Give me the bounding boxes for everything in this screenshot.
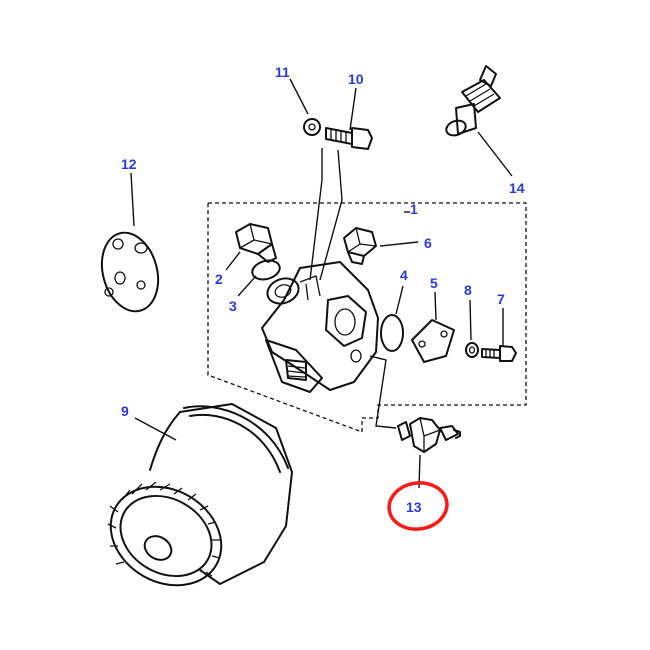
screw-part [481, 345, 517, 362]
bolt-part [325, 127, 373, 150]
callout-11[interactable]: 11 [275, 64, 290, 80]
leader-11 [289, 78, 309, 115]
callout-6[interactable]: 6 [424, 235, 432, 251]
leader-to-sender [369, 355, 397, 429]
washer-part [303, 118, 321, 136]
leader-8 [469, 299, 472, 341]
assembly-boundary [207, 202, 527, 433]
plug-part-6 [343, 227, 377, 265]
leader-to-housing [309, 148, 323, 281]
leader-6 [379, 241, 419, 247]
callout-8[interactable]: 8 [464, 282, 472, 298]
callout-1[interactable]: 1 [410, 201, 418, 217]
leader-5 [434, 291, 437, 321]
callout-7[interactable]: 7 [497, 291, 505, 307]
leader-3 [237, 275, 257, 297]
highlight-circle [387, 481, 449, 531]
o-ring-part-4 [380, 314, 404, 352]
leader-2 [225, 251, 241, 271]
o-ring-part [251, 259, 281, 281]
callout-9[interactable]: 9 [121, 403, 129, 419]
callout-14[interactable]: 14 [509, 180, 525, 196]
gasket-plate-part [100, 231, 160, 313]
callout-4[interactable]: 4 [400, 267, 408, 283]
leader-10 [349, 87, 357, 131]
callout-5[interactable]: 5 [430, 275, 438, 291]
leader-12 [130, 172, 135, 227]
callout-3[interactable]: 3 [229, 298, 237, 314]
washer-part-8 [465, 342, 479, 358]
leader-4 [395, 285, 404, 315]
filter-housing-part [261, 261, 379, 393]
oil-filter-part [107, 403, 293, 587]
callout-12[interactable]: 12 [121, 156, 137, 172]
callout-13[interactable]: 13 [406, 499, 422, 515]
callout-2[interactable]: 2 [215, 271, 223, 287]
plug-part [235, 223, 277, 263]
pressure-switch-part [397, 417, 461, 453]
leader-to-housing-2 [319, 149, 343, 281]
callout-10[interactable]: 10 [348, 71, 364, 87]
cover-plate-part [411, 319, 455, 363]
leader-9 [134, 417, 177, 441]
leader-14 [477, 131, 513, 177]
sender-part-14 [445, 65, 501, 137]
